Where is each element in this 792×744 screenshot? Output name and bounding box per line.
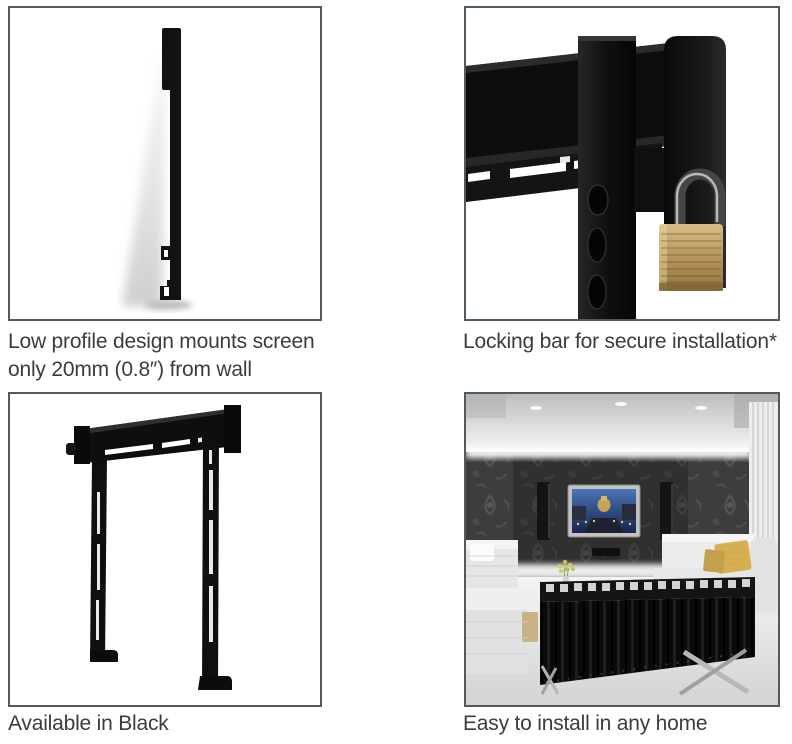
living-room-image bbox=[466, 394, 778, 705]
feature-image-living-room bbox=[464, 392, 780, 707]
ceiling bbox=[466, 394, 778, 456]
feature-image-locking-bar bbox=[464, 6, 780, 321]
mount-top-rail bbox=[66, 405, 241, 464]
vertical-arm bbox=[578, 36, 668, 319]
caption-low-profile: Low profile design mounts screen only 20… bbox=[8, 328, 315, 384]
feature-image-black-mount bbox=[8, 392, 322, 707]
mount-struts bbox=[90, 434, 232, 690]
caption-line: Low profile design mounts screen bbox=[8, 330, 315, 353]
curtain bbox=[749, 402, 778, 554]
feature-image-low-profile bbox=[8, 6, 322, 321]
caption-line: Available in Black bbox=[8, 712, 169, 735]
wall-mount-side-profile-image bbox=[122, 28, 192, 310]
chrome-legs bbox=[540, 648, 750, 696]
wall-mounted-tv bbox=[567, 484, 641, 538]
speakers bbox=[537, 482, 673, 540]
left-sofa bbox=[466, 540, 544, 674]
wall-shelf bbox=[590, 548, 622, 560]
padlock bbox=[659, 168, 726, 291]
locking-bar-padlock-image bbox=[466, 36, 726, 319]
caption-line: Locking bar for secure installation* bbox=[463, 330, 777, 353]
wall-shadow bbox=[122, 58, 192, 310]
black-mount-image bbox=[66, 405, 241, 690]
caption-locking-bar: Locking bar for secure installation* bbox=[463, 328, 777, 356]
caption-line: Easy to install in any home bbox=[463, 712, 708, 735]
caption-easy-install: Easy to install in any home bbox=[463, 710, 708, 738]
mount-side-profile bbox=[160, 28, 181, 300]
caption-line: only 20mm (0.8″) from wall bbox=[8, 358, 252, 381]
caption-available-black: Available in Black bbox=[8, 710, 169, 738]
